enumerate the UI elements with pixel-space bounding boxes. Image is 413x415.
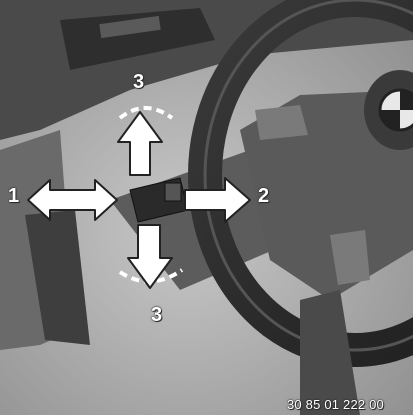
lever-knob [165,183,181,201]
label-position-3-top: 3 [133,72,144,92]
wheel-button-panel-upper [255,105,308,140]
label-position-1: 1 [8,186,19,206]
figure-code: 30 85 01 222 00 [287,398,384,411]
label-position-3-bottom: 3 [151,305,162,325]
label-position-2: 2 [258,186,269,206]
